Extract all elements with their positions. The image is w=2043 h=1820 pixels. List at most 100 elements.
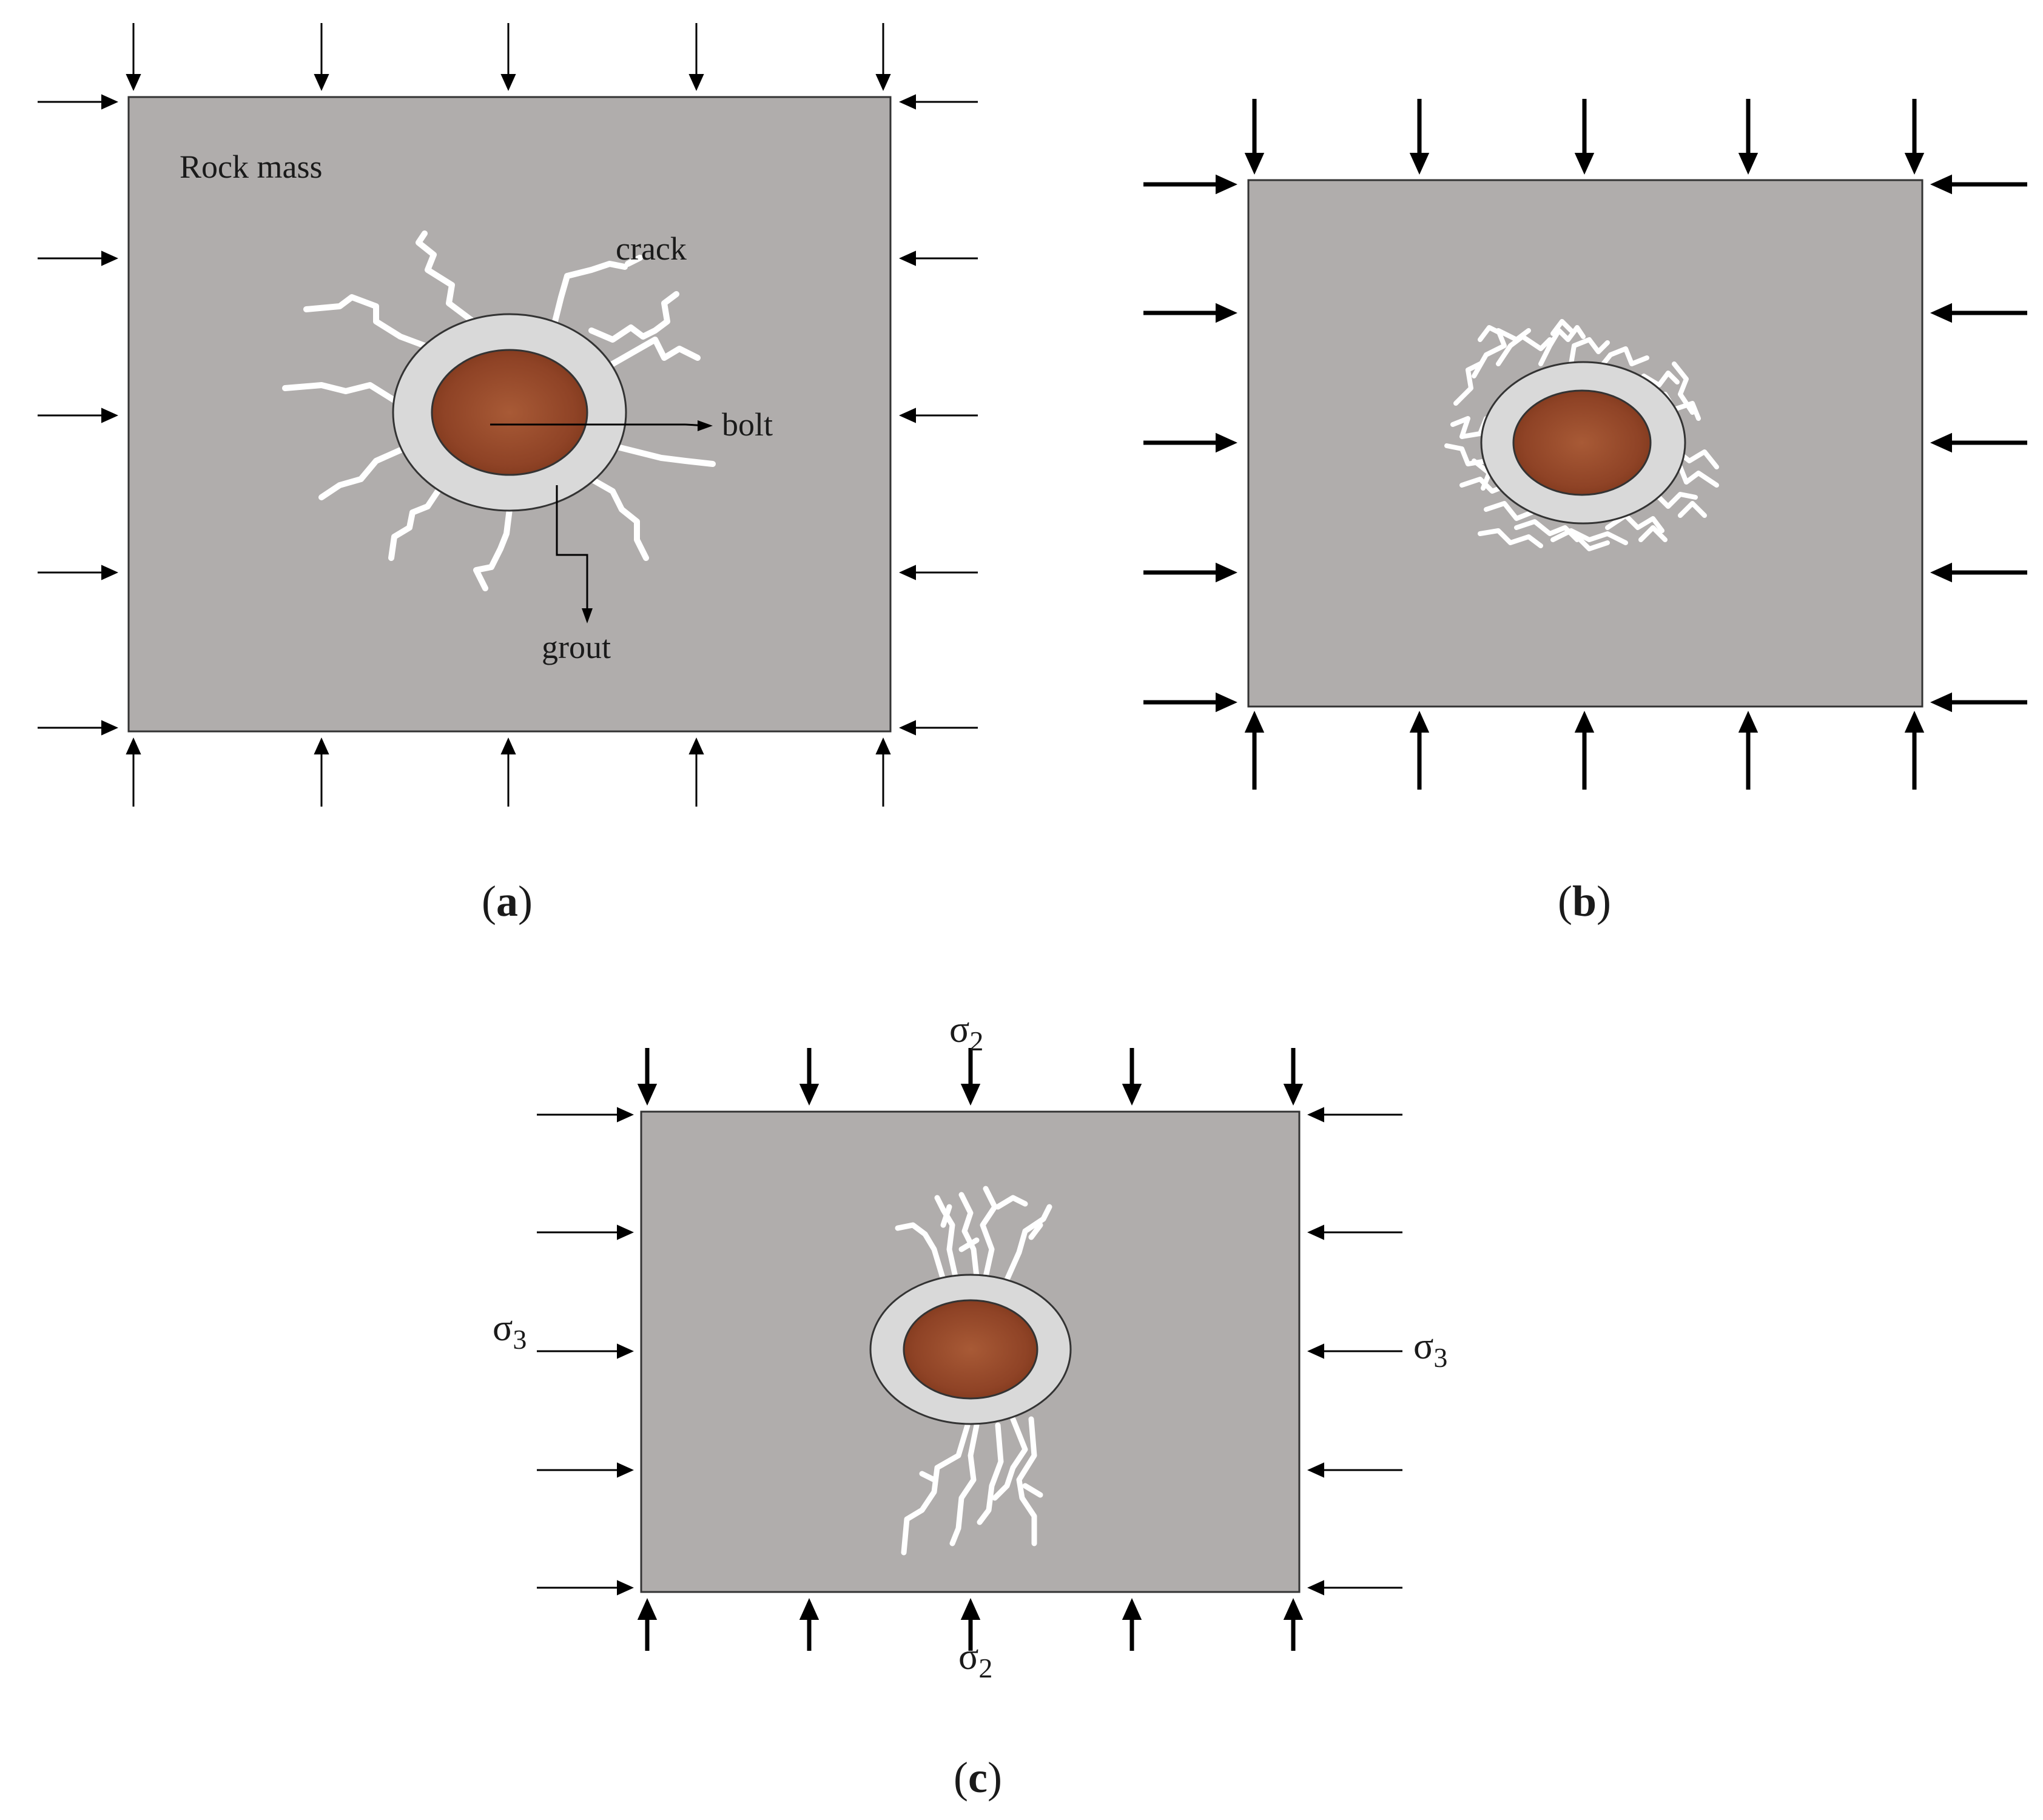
grout-label: grout [542, 629, 611, 665]
crack-group [1444, 319, 1719, 551]
load-arrow [1143, 432, 1237, 453]
bolt-core [903, 1299, 1038, 1400]
arrows [537, 1048, 1402, 1651]
load-arrow [688, 23, 704, 91]
load-arrow [1574, 99, 1595, 175]
crack [303, 294, 428, 349]
load-arrow [38, 94, 118, 110]
sigma2-bottom-label: σ2 [958, 1636, 992, 1684]
load-arrow [126, 23, 141, 91]
load-arrow [1244, 711, 1265, 790]
load-arrow [960, 1598, 981, 1651]
panel-a: Rock mass crack bolt grout (a) [38, 23, 978, 925]
panel-b: (b) [1143, 99, 2027, 925]
load-arrow [1307, 1107, 1402, 1123]
sigma-symbol: σ [949, 1009, 969, 1050]
sigma3-left-label: σ3 [493, 1308, 527, 1355]
crack [552, 261, 628, 324]
load-arrow [537, 1107, 634, 1123]
crack [610, 443, 716, 467]
load-arrow [500, 737, 516, 807]
load-arrow [960, 1048, 981, 1106]
crack [588, 291, 679, 343]
crack [625, 255, 643, 267]
load-arrow [799, 1598, 820, 1651]
load-arrow [1930, 562, 2027, 583]
load-arrow [1930, 432, 2027, 453]
load-arrow [1307, 1224, 1402, 1240]
load-arrow [537, 1224, 634, 1240]
crack [282, 382, 397, 403]
load-arrow [637, 1048, 658, 1106]
load-arrow [126, 737, 141, 807]
load-arrow [875, 23, 891, 91]
caption-b: (b) [1558, 877, 1611, 925]
load-arrow [1904, 99, 1925, 175]
load-arrow [688, 737, 704, 807]
load-arrow [314, 737, 329, 807]
bolt-core [1512, 389, 1652, 496]
load-arrow [1122, 1048, 1142, 1106]
crack-group [895, 1186, 1052, 1556]
load-arrow [1930, 692, 2027, 713]
arrows [1143, 99, 2027, 790]
crack-group [282, 230, 716, 591]
load-arrow [1904, 711, 1925, 790]
load-arrow [1574, 711, 1595, 790]
panel-c: σ2 σ2 σ3 σ3 (c) [493, 1009, 1447, 1802]
caption-c: (c) [954, 1753, 1002, 1802]
load-arrow [1930, 303, 2027, 323]
load-arrow [1409, 99, 1430, 175]
sigma2-top-label: σ2 [949, 1009, 983, 1056]
load-arrow [500, 23, 516, 91]
load-arrow [1244, 99, 1265, 175]
load-arrow [899, 408, 978, 423]
arrows-top [38, 23, 978, 807]
rock-mass-label: Rock mass [180, 149, 323, 185]
load-arrow [1143, 562, 1237, 583]
load-arrow [1283, 1598, 1304, 1651]
load-arrow [875, 737, 891, 807]
load-arrow [1283, 1048, 1304, 1106]
load-arrow [38, 720, 118, 736]
load-arrow [537, 1462, 634, 1478]
load-arrow [1307, 1343, 1402, 1359]
load-arrow [1409, 711, 1430, 790]
crack [388, 485, 443, 561]
load-arrow [799, 1048, 820, 1106]
load-arrow [537, 1580, 634, 1596]
bolt-core [431, 349, 588, 476]
load-arrow [314, 23, 329, 91]
load-arrow [38, 408, 118, 423]
load-arrow [537, 1343, 634, 1359]
leader-lines [490, 420, 713, 623]
load-arrow [1307, 1462, 1402, 1478]
load-arrow [899, 565, 978, 580]
sigma3-right-label: σ3 [1413, 1326, 1447, 1373]
crack [416, 230, 476, 324]
load-arrow [1143, 174, 1237, 195]
load-arrow [637, 1598, 658, 1651]
subscript: 2 [969, 1026, 983, 1056]
load-arrow [1143, 692, 1237, 713]
load-arrow [899, 94, 978, 110]
load-arrow [38, 250, 118, 266]
stress-labels: σ2 σ2 σ3 σ3 [493, 1009, 1447, 1684]
bolt-label: bolt [722, 406, 773, 443]
load-arrow [1307, 1580, 1402, 1596]
load-arrow [1122, 1598, 1142, 1651]
load-arrow [38, 565, 118, 580]
load-arrow [899, 720, 978, 736]
load-arrow [1930, 174, 2027, 195]
load-arrow [1738, 711, 1759, 790]
crack-label: crack [616, 230, 687, 267]
load-arrow [899, 250, 978, 266]
crack [318, 446, 406, 500]
caption-a: (a) [482, 877, 533, 925]
crack [610, 337, 701, 367]
crack [588, 476, 649, 561]
crack [473, 506, 513, 591]
load-arrow [1143, 303, 1237, 323]
load-arrow [1738, 99, 1759, 175]
